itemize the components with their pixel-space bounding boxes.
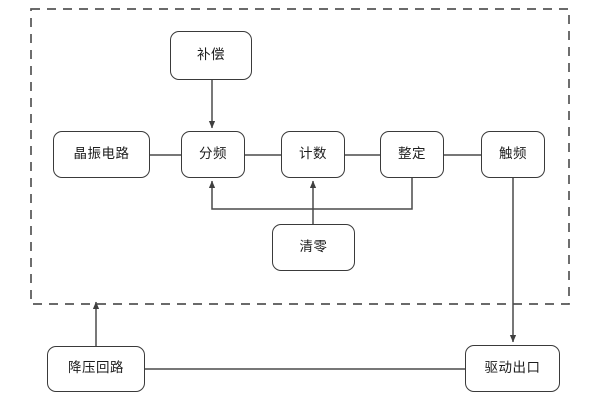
node-buchang-label: 补偿 [197,46,225,63]
node-qingling-label: 清零 [299,238,328,255]
node-zhengding[interactable]: 整定 [380,131,444,178]
node-jingzhen-dianlu-label: 晶振电路 [73,145,130,162]
node-buchang[interactable]: 补偿 [170,31,252,80]
node-chupin[interactable]: 触频 [481,131,545,178]
node-fenpin-label: 分频 [199,145,227,162]
node-zhengding-label: 整定 [398,145,426,162]
node-jishu-label: 计数 [299,145,327,162]
node-jiangya-huilu[interactable]: 降压回路 [47,346,145,392]
node-jiangya-huilu-label: 降压回路 [68,360,124,377]
node-fenpin[interactable]: 分频 [181,131,245,178]
edge-zhengding-feedback-to-fenpin [208,178,413,210]
node-qudong-chukou[interactable]: 驱动出口 [465,345,560,392]
node-qingling[interactable]: 清零 [272,224,355,271]
node-qudong-chukou-label: 驱动出口 [484,359,541,376]
node-jishu[interactable]: 计数 [281,131,345,178]
node-chupin-label: 触频 [499,145,527,162]
node-jingzhen-dianlu[interactable]: 晶振电路 [53,131,150,178]
